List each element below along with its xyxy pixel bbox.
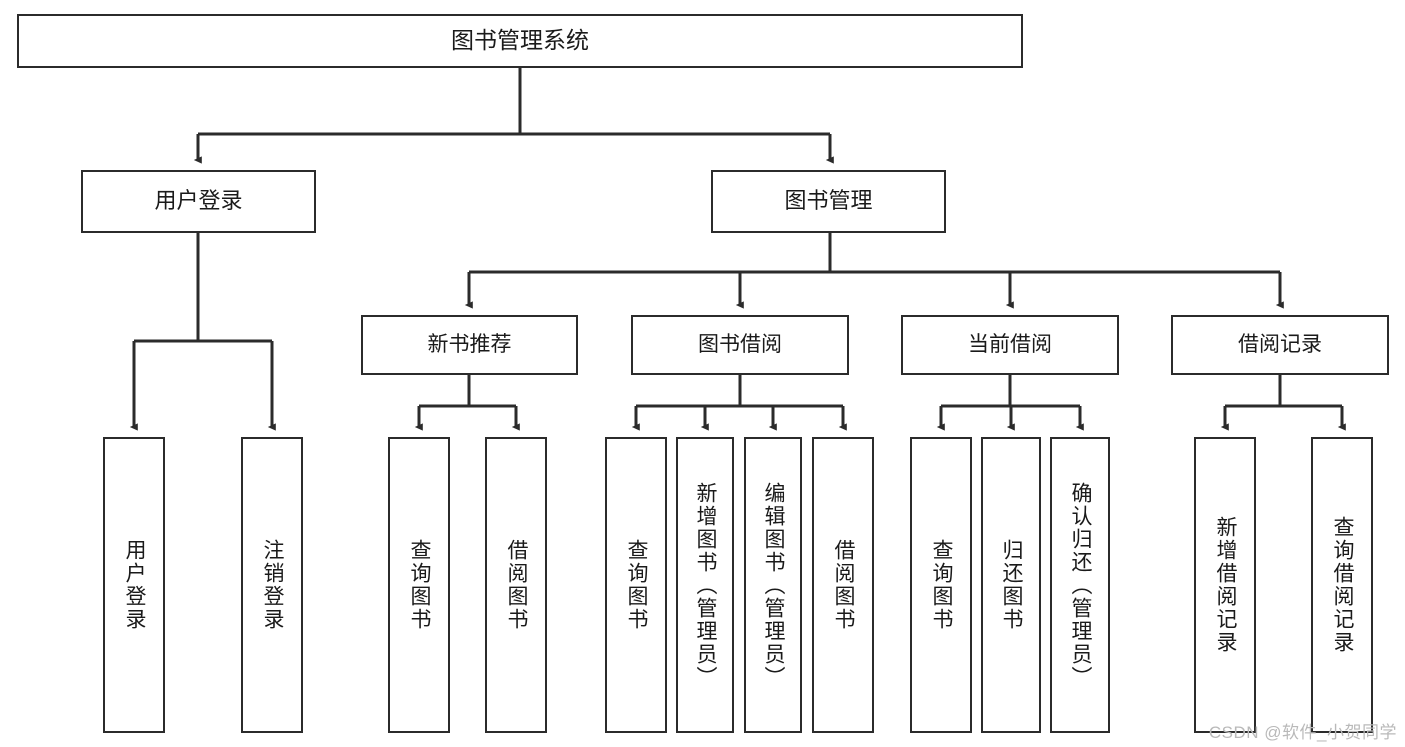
node-leaf-query-record[interactable]: 查询借阅记录 [1311, 437, 1373, 733]
node-leaf-query-book-3[interactable]: 查询图书 [910, 437, 972, 733]
node-book-borrow[interactable]: 图书借阅 [631, 315, 849, 375]
node-leaf-edit-book[interactable]: 编辑图书（管理员） [744, 437, 802, 733]
node-leaf-confirm-return-label: 确认归还（管理员） [1069, 481, 1093, 689]
node-leaf-query-book-2-label: 查询图书 [625, 539, 649, 631]
node-leaf-confirm-return[interactable]: 确认归还（管理员） [1050, 437, 1110, 733]
node-leaf-query-book-3-label: 查询图书 [930, 539, 954, 631]
node-root[interactable]: 图书管理系统 [17, 14, 1023, 68]
node-book-management-label: 图书管理 [784, 188, 873, 214]
node-borrow-record[interactable]: 借阅记录 [1171, 315, 1389, 375]
node-new-book-recommend[interactable]: 新书推荐 [361, 315, 578, 375]
node-book-borrow-label: 图书借阅 [698, 333, 782, 357]
node-new-book-recommend-label: 新书推荐 [427, 333, 512, 357]
node-current-borrow-label: 当前借阅 [968, 333, 1052, 357]
node-book-management[interactable]: 图书管理 [711, 170, 946, 233]
node-leaf-add-record-label: 新增借阅记录 [1214, 516, 1238, 654]
node-leaf-user-login-label: 用户登录 [123, 539, 147, 631]
node-user-login-label: 用户登录 [154, 188, 243, 214]
node-leaf-logout[interactable]: 注销登录 [241, 437, 303, 733]
node-leaf-logout-label: 注销登录 [261, 539, 285, 631]
node-leaf-add-book-label: 新增图书（管理员） [694, 481, 718, 689]
node-borrow-record-label: 借阅记录 [1238, 333, 1322, 357]
node-leaf-query-book-2[interactable]: 查询图书 [605, 437, 667, 733]
node-leaf-user-login[interactable]: 用户登录 [103, 437, 165, 733]
node-leaf-add-record[interactable]: 新增借阅记录 [1194, 437, 1256, 733]
node-leaf-return-book[interactable]: 归还图书 [981, 437, 1041, 733]
node-root-label: 图书管理系统 [451, 27, 589, 54]
node-user-login[interactable]: 用户登录 [81, 170, 316, 233]
node-leaf-query-book-1[interactable]: 查询图书 [388, 437, 450, 733]
node-leaf-return-book-label: 归还图书 [1000, 539, 1024, 631]
node-current-borrow[interactable]: 当前借阅 [901, 315, 1119, 375]
node-leaf-edit-book-label: 编辑图书（管理员） [762, 481, 786, 689]
node-leaf-borrow-book-1-label: 借阅图书 [505, 539, 529, 631]
node-leaf-query-record-label: 查询借阅记录 [1331, 516, 1355, 654]
node-leaf-borrow-book-1[interactable]: 借阅图书 [485, 437, 547, 733]
node-leaf-borrow-book-2[interactable]: 借阅图书 [812, 437, 874, 733]
node-leaf-query-book-1-label: 查询图书 [408, 539, 432, 631]
node-leaf-borrow-book-2-label: 借阅图书 [832, 539, 856, 631]
node-leaf-add-book[interactable]: 新增图书（管理员） [676, 437, 734, 733]
